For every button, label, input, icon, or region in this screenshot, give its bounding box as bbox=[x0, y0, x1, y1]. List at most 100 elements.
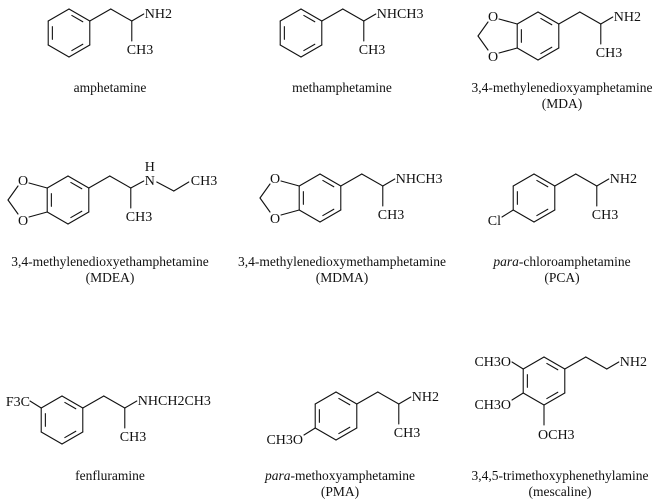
name-prefix: para bbox=[492, 254, 519, 269]
bond bbox=[511, 392, 524, 401]
bond bbox=[40, 431, 63, 445]
atom-label: OCH3 bbox=[538, 428, 575, 443]
atom-label: O bbox=[18, 214, 28, 229]
bond bbox=[303, 14, 316, 23]
bond bbox=[29, 400, 42, 409]
bond bbox=[298, 173, 321, 187]
atom-label: NH2 bbox=[412, 390, 439, 405]
bond bbox=[300, 8, 323, 22]
bond bbox=[47, 8, 70, 22]
atom-label: O bbox=[18, 174, 28, 189]
bond bbox=[28, 182, 48, 189]
name-mdea: 3,4-methylenedioxyethamphetamine bbox=[11, 254, 209, 269]
bond bbox=[536, 179, 549, 188]
abbr-mdma: (MDMA) bbox=[316, 270, 369, 285]
bond bbox=[68, 8, 91, 22]
bond bbox=[335, 391, 358, 405]
bond bbox=[377, 391, 400, 405]
atom-label: CH3 bbox=[592, 208, 618, 223]
atom-label: O bbox=[488, 10, 498, 25]
bond bbox=[516, 47, 539, 61]
bond bbox=[516, 11, 539, 25]
atom-label: CH3 bbox=[394, 426, 420, 441]
bond bbox=[71, 14, 84, 23]
name-rest: -methoxyamphetamine bbox=[291, 468, 415, 483]
bond bbox=[130, 180, 145, 189]
bond bbox=[522, 392, 545, 406]
atom-label: CH3 bbox=[596, 46, 622, 61]
name-rest: 3,4-methylenedioxyamphetamine bbox=[471, 80, 652, 95]
bond bbox=[319, 173, 342, 187]
name-rest: amphetamine bbox=[74, 80, 147, 95]
bond bbox=[338, 426, 351, 435]
atom-label: NH2 bbox=[610, 172, 637, 187]
bond bbox=[537, 47, 560, 61]
atom-label: NH2 bbox=[145, 7, 172, 22]
bond bbox=[498, 47, 518, 54]
bond bbox=[398, 396, 412, 405]
bond bbox=[279, 44, 302, 58]
atom-label: Cl bbox=[488, 214, 501, 229]
name-pma: para-methoxyamphetamine bbox=[264, 468, 415, 483]
name-mescaline: 3,4,5-trimethoxyphenethylamine bbox=[472, 468, 649, 483]
atom-label: CH3O bbox=[474, 355, 511, 370]
name-rest: fenfluramine bbox=[75, 468, 145, 483]
bond bbox=[585, 356, 608, 370]
name-fenfluramine: fenfluramine bbox=[75, 468, 145, 483]
bond bbox=[522, 356, 545, 370]
bond bbox=[533, 173, 556, 187]
bond bbox=[321, 8, 344, 22]
atom-label: O bbox=[270, 172, 280, 187]
bond bbox=[543, 356, 566, 370]
bond bbox=[338, 397, 351, 406]
bond bbox=[303, 427, 316, 436]
bond bbox=[280, 209, 300, 216]
bond bbox=[303, 43, 316, 52]
bond bbox=[298, 209, 321, 223]
bond bbox=[47, 44, 70, 58]
atom-label: N bbox=[145, 174, 155, 189]
bond bbox=[319, 209, 342, 223]
name-rest: 3,4,5-trimethoxyphenethylamine bbox=[472, 468, 649, 483]
bond bbox=[70, 181, 83, 190]
bond bbox=[554, 173, 577, 187]
bond bbox=[131, 13, 145, 22]
bond bbox=[512, 209, 535, 223]
bond bbox=[533, 209, 556, 223]
bond bbox=[477, 35, 489, 51]
bond bbox=[314, 427, 337, 441]
name-methamphetamine: methamphetamine bbox=[292, 80, 392, 95]
bond bbox=[82, 395, 105, 409]
bond bbox=[511, 361, 524, 370]
name-mda: 3,4-methylenedioxyamphetamine bbox=[471, 80, 652, 95]
bond bbox=[606, 361, 620, 370]
bond bbox=[363, 13, 377, 22]
atom-label: H bbox=[145, 160, 155, 175]
abbr-pma: (PMA) bbox=[321, 484, 359, 499]
atom-label: NHCH3 bbox=[377, 7, 424, 22]
bond bbox=[67, 175, 90, 189]
bond bbox=[109, 175, 132, 189]
bond bbox=[558, 11, 581, 25]
atom-label: CH3 bbox=[191, 174, 217, 189]
bond bbox=[67, 211, 90, 225]
name-rest: methamphetamine bbox=[292, 80, 392, 95]
name-mdma: 3,4-methylenedioxymethamphetamine bbox=[238, 254, 446, 269]
bond bbox=[342, 8, 365, 22]
name-amphetamine: amphetamine bbox=[74, 80, 147, 95]
atom-label: NHCH3 bbox=[396, 172, 443, 187]
bond bbox=[46, 175, 69, 189]
bond bbox=[512, 173, 535, 187]
bond bbox=[7, 199, 19, 215]
bond bbox=[279, 8, 302, 22]
bond bbox=[537, 11, 560, 25]
bond bbox=[280, 180, 300, 187]
